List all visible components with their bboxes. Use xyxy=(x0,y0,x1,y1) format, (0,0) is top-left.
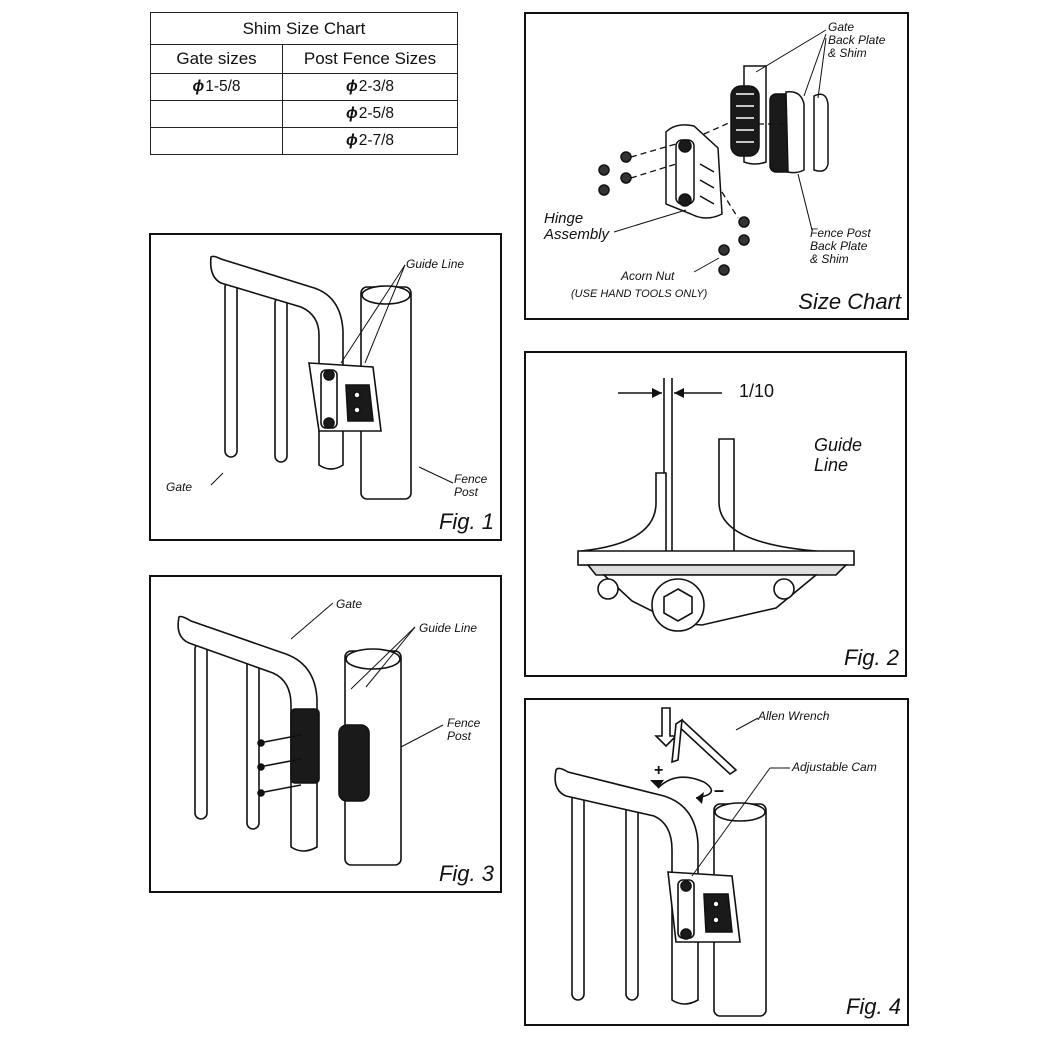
fig1-caption: Fig. 1 xyxy=(438,509,494,534)
fig3-gate-post-drawing xyxy=(177,602,444,866)
fig1-guide-line-label: Guide Line xyxy=(406,257,465,271)
fig1-gate-label: Gate xyxy=(166,480,193,494)
label-line: Back Plate xyxy=(810,239,868,253)
diameter-symbol: ϕ xyxy=(345,78,358,95)
table-row: ϕ2-5/8 xyxy=(150,100,458,128)
post-size-value: 2-7/8 xyxy=(358,132,395,149)
hand-tools-note: (USE HAND TOOLS ONLY) xyxy=(571,288,708,300)
fig3-gate-label: Gate xyxy=(336,597,363,611)
post-size-value: 2-3/8 xyxy=(358,78,395,95)
fig1-gate-post-drawing xyxy=(209,255,454,500)
fig4-allen-wrench-label: Allen Wrench xyxy=(758,709,830,723)
fig2-panel: 1/10 Guide Line Fig. 2 xyxy=(524,351,907,677)
label-line: Assembly xyxy=(544,226,610,243)
diameter-symbol: ϕ xyxy=(345,105,358,122)
table-cell: ϕ2-3/8 xyxy=(282,73,458,101)
fig3-fence-post-label: Fence Post xyxy=(447,717,480,743)
table-cell: ϕ1-5/8 xyxy=(150,73,283,101)
label-line: Line xyxy=(814,455,849,475)
fig4-plus-sign: + xyxy=(654,762,664,779)
fig4-adjust-cam-drawing xyxy=(554,707,790,1017)
table-row: ϕ2-7/8 xyxy=(150,127,458,155)
fig1-fence-post-label: Fence Post xyxy=(454,473,487,499)
label-line: & Shim xyxy=(810,252,849,266)
hinge-assembly-label: Hinge Assembly xyxy=(544,211,609,243)
label-line: Fence xyxy=(454,472,488,486)
fig2-dimension-label: 1/10 xyxy=(739,381,775,401)
label-line: Post xyxy=(447,729,472,743)
fig3-caption: Fig. 3 xyxy=(438,861,494,886)
col-header-post-fence-sizes: Post Fence Sizes xyxy=(282,44,458,74)
fig3-panel: Gate Guide Line Fence Post Fig. 3 xyxy=(149,575,502,893)
exploded-hinge-drawing xyxy=(598,29,829,276)
acorn-nut-label: Acorn Nut xyxy=(621,269,675,283)
fig4-caption: Fig. 4 xyxy=(845,994,901,1019)
fence-post-back-plate-label: Fence Post Back Plate & Shim xyxy=(810,227,871,266)
table-cell: ϕ2-7/8 xyxy=(282,127,458,155)
col-header-gate-sizes: Gate sizes xyxy=(150,44,283,74)
label-line: Back Plate xyxy=(828,33,886,47)
diameter-symbol: ϕ xyxy=(192,78,205,95)
fig1-panel: Guide Line Gate Fence Post Fig. 1 xyxy=(149,233,502,541)
fig2-caption: Fig. 2 xyxy=(843,645,899,670)
table-row: ϕ1-5/8 ϕ2-3/8 xyxy=(150,73,458,101)
exploded-view-panel: Gate Back Plate & Shim Hinge Assembly Fe… xyxy=(524,12,909,320)
label-line: Gate xyxy=(828,20,855,34)
fig2-guide-line-drawing xyxy=(577,378,855,632)
shim-size-chart-table: Shim Size Chart Gate sizes Post Fence Si… xyxy=(150,12,458,155)
table-cell xyxy=(150,127,283,155)
shim-chart-title: Shim Size Chart xyxy=(150,12,458,45)
post-size-value: 2-5/8 xyxy=(358,105,395,122)
table-cell: ϕ2-5/8 xyxy=(282,100,458,128)
fig4-adjustable-cam-label: Adjustable Cam xyxy=(792,760,877,774)
label-line: Guide xyxy=(814,435,863,455)
table-cell xyxy=(150,100,283,128)
label-line: & Shim xyxy=(828,46,867,60)
label-line: Fence Post xyxy=(810,226,871,240)
label-line: Fence xyxy=(447,716,481,730)
label-line: Post xyxy=(454,485,479,499)
fig4-panel: Allen Wrench Adjustable Cam + – Fig. 4 xyxy=(524,698,909,1026)
size-chart-caption: Size Chart xyxy=(798,289,901,314)
label-line: Hinge xyxy=(544,210,584,227)
fig4-minus-sign: – xyxy=(714,780,725,800)
diameter-symbol: ϕ xyxy=(345,132,358,149)
gate-back-plate-label: Gate Back Plate & Shim xyxy=(828,21,885,60)
fig3-guide-line-label: Guide Line xyxy=(419,621,478,635)
fig2-guide-line-label: Guide Line xyxy=(814,435,862,475)
gate-size-value: 1-5/8 xyxy=(205,78,241,95)
